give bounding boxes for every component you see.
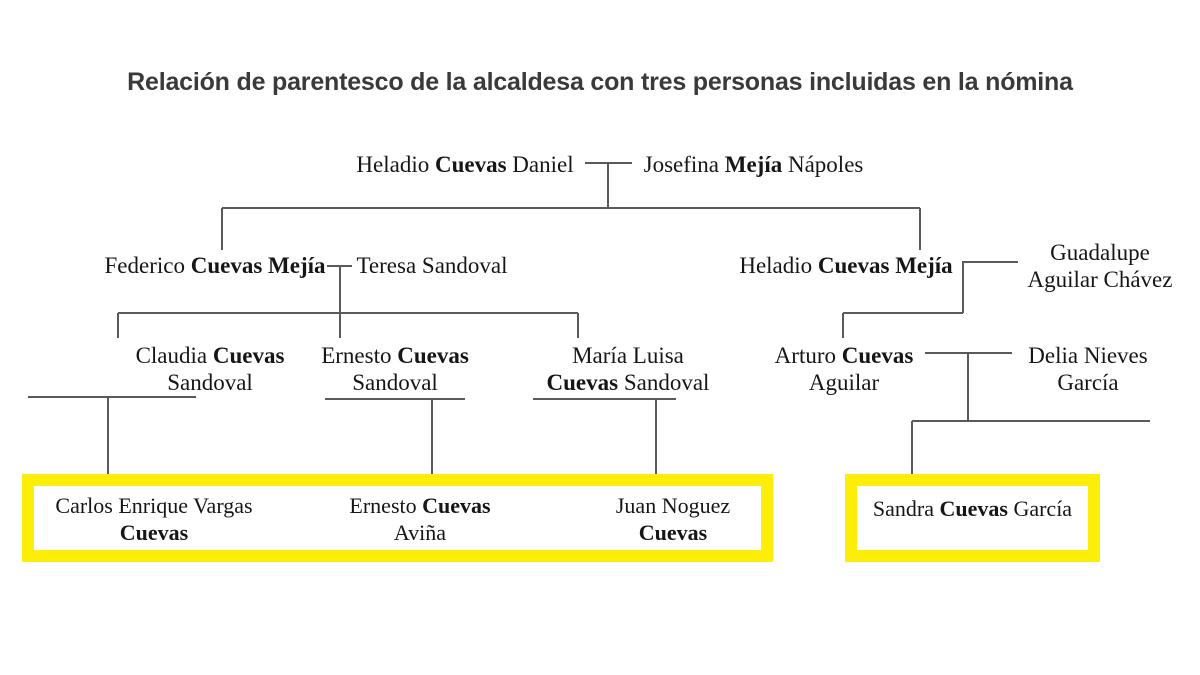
person-name-line: Sandoval — [167, 370, 253, 395]
person-arturo-cuevas-aguilar: Arturo Cuevas Aguilar — [762, 342, 926, 396]
person-maria-luisa-cuevas-sandoval: María Luisa Cuevas Sandoval — [528, 342, 728, 396]
person-heladio-cuevas-mejia: Heladio Cuevas Mejía — [728, 252, 964, 279]
person-name-line: Cuevas — [119, 520, 189, 545]
person-name-line: Heladio Cuevas Daniel — [356, 152, 574, 177]
person-guadalupe-aguilar-chavez: Guadalupe Aguilar Chávez — [1018, 239, 1182, 293]
person-name-line: Josefina Mejía Nápoles — [643, 152, 864, 177]
person-name-line: García — [1057, 370, 1119, 395]
person-ernesto-cuevas-sandoval: Ernesto Cuevas Sandoval — [305, 342, 485, 396]
person-sandra-cuevas-garcia: Sandra Cuevas García — [860, 495, 1085, 522]
person-name-line: Federico Cuevas Mejía — [104, 253, 326, 278]
person-name-line: Ernesto Cuevas — [321, 343, 469, 368]
person-name-line: Heladio Cuevas Mejía — [739, 253, 953, 278]
person-carlos-enrique-vargas-cuevas: Carlos Enrique Vargas Cuevas — [34, 492, 274, 546]
person-name-line: Aguilar Chávez — [1027, 267, 1173, 292]
person-name-line: Guadalupe — [1050, 240, 1150, 265]
person-name-line: Juan Noguez — [615, 493, 731, 518]
person-name-line: Delia Nieves — [1028, 343, 1148, 368]
person-juan-noguez-cuevas: Juan Noguez Cuevas — [590, 492, 756, 546]
person-name-line: María Luisa — [572, 343, 684, 368]
person-claudia-cuevas-sandoval: Claudia Cuevas Sandoval — [120, 342, 300, 396]
highlight-box-nomina-left — [22, 474, 773, 562]
person-name-line: Claudia Cuevas — [135, 343, 285, 368]
person-name-line: Sandoval — [352, 370, 438, 395]
person-name-line: Sandra Cuevas García — [872, 496, 1073, 521]
person-name-line: Aguilar — [808, 370, 880, 395]
person-name-line: Arturo Cuevas — [774, 343, 914, 368]
person-name-line: Ernesto Cuevas — [349, 493, 491, 518]
person-delia-nieves-garcia: Delia Nieves García — [1012, 342, 1164, 396]
person-josefina-mejia-napoles: Josefina Mejía Nápoles — [636, 151, 871, 178]
person-name-line: Cuevas — [638, 520, 708, 545]
person-name-line: Carlos Enrique Vargas — [55, 493, 253, 518]
page-title: Relación de parentesco de la alcaldesa c… — [127, 68, 1073, 96]
person-name-line: Teresa Sandoval — [356, 253, 508, 278]
highlight-box-nomina-right — [845, 474, 1100, 562]
person-name-line: Cuevas Sandoval — [546, 370, 710, 395]
person-ernesto-cuevas-avina: Ernesto Cuevas Aviña — [330, 492, 510, 546]
person-heladio-cuevas-daniel: Heladio Cuevas Daniel — [350, 151, 580, 178]
person-federico-cuevas-mejia: Federico Cuevas Mejía — [100, 252, 330, 279]
person-name-line: Aviña — [393, 520, 447, 545]
person-teresa-sandoval: Teresa Sandoval — [352, 252, 512, 279]
